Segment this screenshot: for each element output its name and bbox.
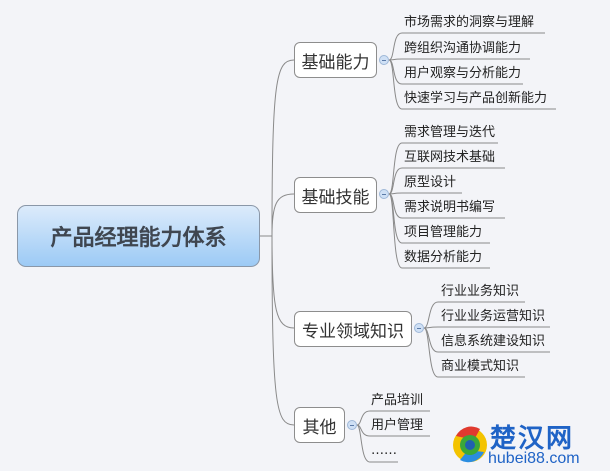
root-node[interactable]: 产品经理能力体系 — [17, 205, 260, 267]
watermark-url: hubei88.com — [488, 450, 580, 467]
leaf-node[interactable]: 数据分析能力 — [404, 250, 483, 265]
watermark-logo-icon — [453, 426, 487, 463]
watermark: 楚汉网 hubei88.com — [450, 418, 610, 471]
branch-label: 其他 — [302, 417, 337, 438]
branch-node-basic-ability[interactable]: 基础能力 — [294, 42, 377, 78]
leaf-node[interactable]: 行业业务运营知识 — [441, 309, 546, 324]
branch-node-domain-knowledge[interactable]: 专业领域知识 — [294, 311, 412, 347]
leaf-node[interactable]: 跨组织沟通协调能力 — [404, 41, 522, 56]
branch-label: 基础能力 — [301, 52, 370, 73]
collapse-icon[interactable] — [347, 420, 357, 430]
leaf-node[interactable]: 市场需求的洞察与理解 — [404, 15, 535, 30]
leaf-node[interactable]: …… — [371, 443, 397, 458]
leaf-node[interactable]: 快速学习与产品创新能力 — [404, 91, 548, 106]
branch-node-basic-skills[interactable]: 基础技能 — [294, 177, 377, 213]
leaf-node[interactable]: 信息系统建设知识 — [441, 334, 546, 349]
leaf-node[interactable]: 需求说明书编写 — [404, 200, 496, 215]
root-label: 产品经理能力体系 — [50, 226, 227, 251]
watermark-name: 楚汉网 — [490, 424, 575, 454]
leaf-node[interactable]: 商业模式知识 — [441, 359, 520, 374]
branch-label: 专业领域知识 — [302, 321, 404, 342]
leaf-node[interactable]: 原型设计 — [404, 175, 457, 190]
leaf-node[interactable]: 项目管理能力 — [404, 225, 483, 240]
branch-label: 基础技能 — [301, 187, 370, 208]
leaf-node[interactable]: 需求管理与迭代 — [404, 125, 496, 140]
leaf-node[interactable]: 用户观察与分析能力 — [404, 66, 522, 81]
branch-node-other[interactable]: 其他 — [294, 407, 345, 443]
leaf-node[interactable]: 用户管理 — [371, 418, 424, 433]
collapse-icon[interactable] — [414, 323, 424, 333]
leaf-node[interactable]: 行业业务知识 — [441, 284, 520, 299]
collapse-icon[interactable] — [379, 55, 389, 65]
leaf-node[interactable]: 互联网技术基础 — [404, 150, 496, 165]
leaf-node[interactable]: 产品培训 — [371, 393, 424, 408]
collapse-icon[interactable] — [379, 189, 389, 199]
